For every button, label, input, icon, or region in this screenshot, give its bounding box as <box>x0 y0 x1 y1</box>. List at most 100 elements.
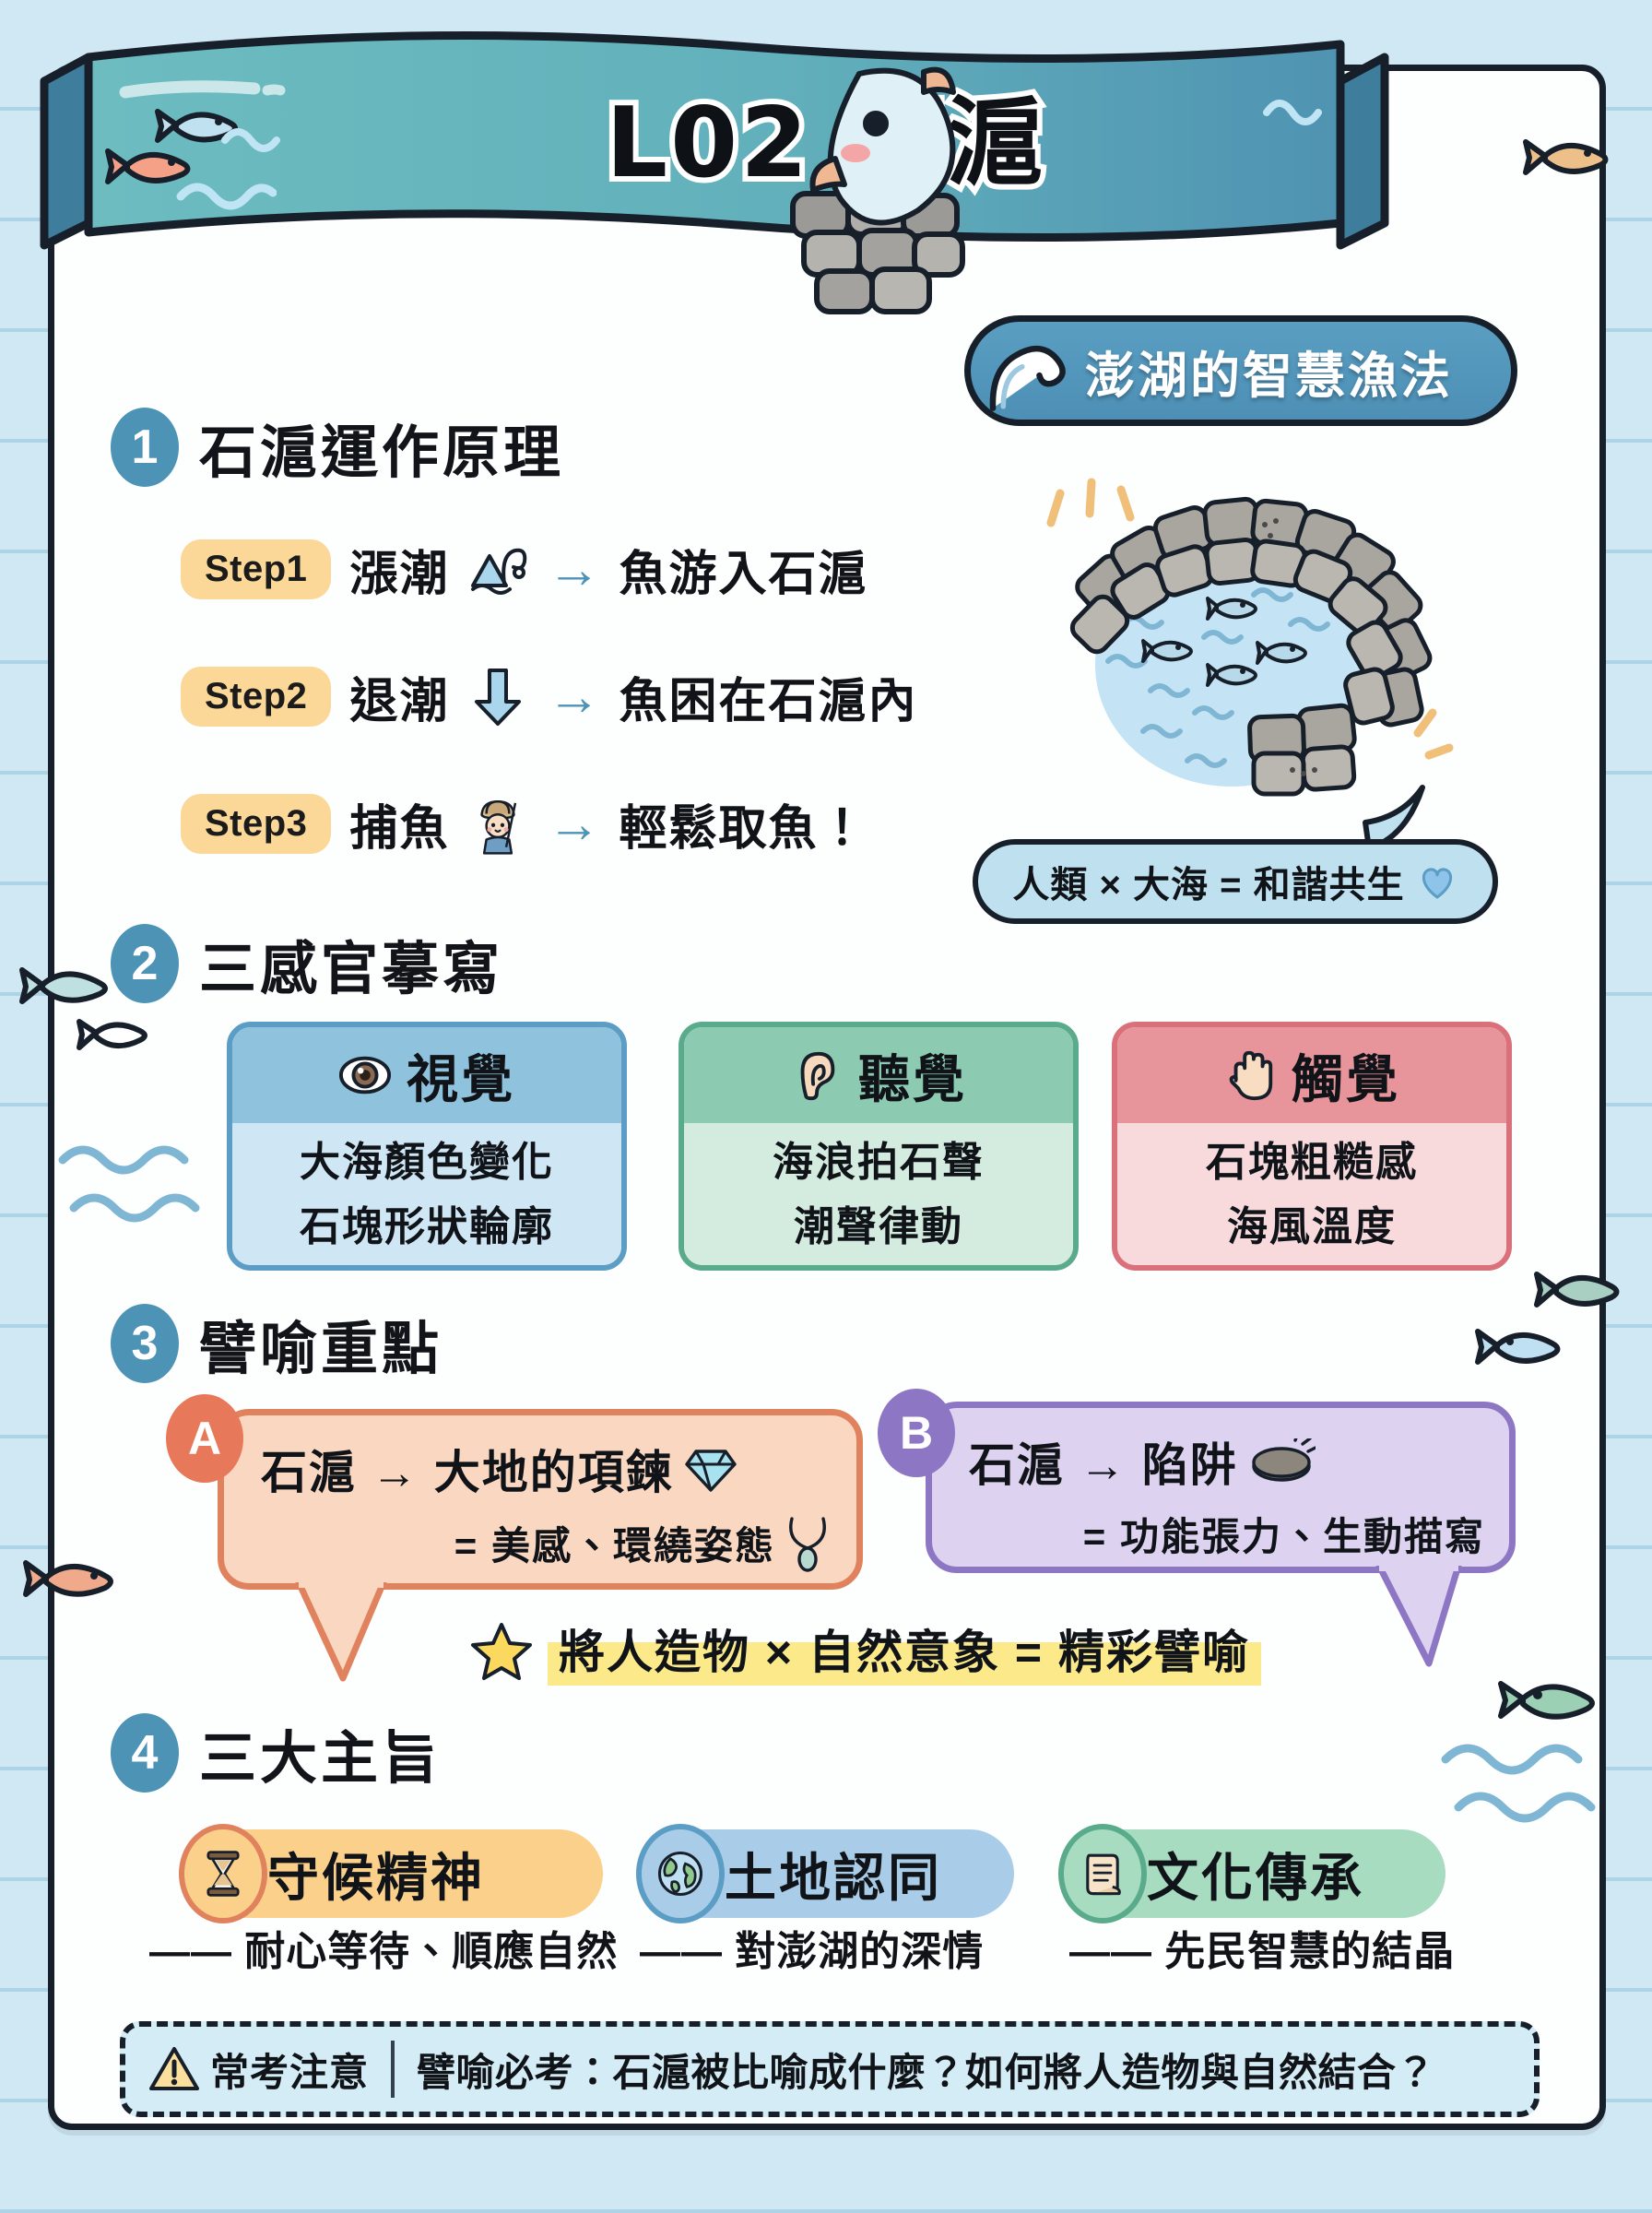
necklace-icon <box>789 1517 826 1572</box>
step-chip-1: Step1 <box>181 539 332 599</box>
section-number-1: 1 <box>111 408 179 487</box>
exam-note-divider <box>391 2041 395 2098</box>
down-arrow-icon <box>475 668 522 726</box>
globe-icon <box>657 1851 703 1897</box>
metaphor-badge-a-label: A <box>187 1413 222 1464</box>
metaphor-badge-b: B <box>878 1389 955 1477</box>
sense-card-vision-body: 大海顏色變化 石塊形狀輪廓 <box>232 1123 621 1265</box>
page-title: L02 石滬 <box>600 81 1049 205</box>
stone-weir-illustration <box>1046 478 1454 797</box>
metaphor-bubble-a: 石滬 → 大地的項鍊 = 美感、環繞姿態 <box>218 1409 863 1590</box>
sense-card-touch-header: 觸覺 <box>1117 1027 1506 1123</box>
metaphor-highlight-text: 將人造物 × 自然意象 = 精彩譬喻 <box>548 1615 1261 1686</box>
sense-card-hearing-header: 聽覺 <box>684 1027 1073 1123</box>
metaphor-b-line-2: = 功能張力、生動描寫 <box>1082 1515 1485 1558</box>
section-heading-2: 2 三感官摹寫 <box>111 922 503 1005</box>
sense-card-vision-line-2: 石塊形狀輪廓 <box>300 1204 554 1249</box>
sense-card-touch-line-1: 石塊粗糙感 <box>1206 1140 1418 1185</box>
heart-icon <box>1422 868 1452 899</box>
section-heading-1: 1 石滬運作原理 <box>111 406 564 489</box>
theme-icon-ring-2 <box>636 1824 725 1923</box>
theme-icon-ring-3 <box>1058 1824 1147 1923</box>
sense-card-hearing-body: 海浪拍石聲 潮聲律動 <box>684 1123 1073 1265</box>
ear-icon <box>800 1051 835 1101</box>
eye-icon <box>338 1056 392 1095</box>
step-result-2: 魚困在石滬內 <box>619 675 918 728</box>
theme-sub-2: —— 對澎湖的深情 <box>640 1929 985 1974</box>
section-number-3: 3 <box>111 1304 179 1383</box>
harmony-quote-text: 人類 × 大海 = 和諧共生 <box>1012 865 1405 905</box>
theme-label-1: 守候精神 <box>267 1848 485 1907</box>
exam-note-label: 常考注意 <box>210 2050 370 2094</box>
sense-card-vision-header: 視覺 <box>232 1027 621 1123</box>
harmony-quote-bubble: 人類 × 大海 = 和諧共生 <box>973 839 1498 924</box>
theme-label-2: 土地認同 <box>725 1848 942 1907</box>
section-number-4: 4 <box>111 1713 179 1793</box>
fisherman-icon <box>480 799 517 855</box>
metaphor-a-line-2-row: = 美感、環繞姿態 <box>261 1513 832 1572</box>
arrow-icon-1: → <box>547 538 601 599</box>
hole-icon <box>1252 1438 1316 1482</box>
metaphor-bubble-b: 石滬 → 陷阱 = 功能張力、生動描寫 <box>926 1402 1516 1573</box>
sense-card-hearing: 聽覺 海浪拍石聲 潮聲律動 <box>678 1022 1079 1271</box>
section-title-3: 譬喻重點 <box>199 1318 443 1381</box>
section-title-1: 石滬運作原理 <box>199 421 565 485</box>
arrow-icon-3: → <box>547 793 601 854</box>
metaphor-bubble-a-tail <box>295 1582 387 1682</box>
step-row-2: Step2 退潮 → 魚困在石滬內 <box>181 662 917 731</box>
step-word-2: 退潮 <box>349 675 450 728</box>
metaphor-b-line-2-row: = 功能張力、生動描寫 <box>969 1506 1485 1562</box>
metaphor-a-line-1: 石滬 → 大地的項鍊 <box>261 1447 674 1498</box>
metaphor-bubble-b-tail <box>1375 1566 1462 1667</box>
theme-pill-land-identity: 土地認同 <box>636 1824 1014 1923</box>
section-number-2: 2 <box>111 924 179 1003</box>
scroll-icon <box>1086 1853 1121 1896</box>
step-result-1: 魚游入石滬 <box>619 548 868 601</box>
wave-icon <box>989 345 1066 411</box>
metaphor-b-line-1-row: 石滬 → 陷阱 <box>969 1428 1485 1495</box>
exam-note-warning: 常考注意 <box>149 2041 369 2098</box>
diamond-icon <box>685 1450 737 1492</box>
hand-icon <box>1229 1050 1273 1101</box>
step-word-1: 漲潮 <box>349 548 450 601</box>
metaphor-a-line-2: = 美感、環繞姿態 <box>454 1523 775 1568</box>
sense-card-touch-body: 石塊粗糙感 海風溫度 <box>1117 1123 1506 1265</box>
subtitle-pill: 澎湖的智慧漁法 <box>964 315 1517 426</box>
metaphor-badge-b-label: B <box>899 1407 934 1459</box>
sense-card-hearing-line-2: 潮聲律動 <box>794 1204 963 1249</box>
quote-bubble-tail <box>1363 785 1425 851</box>
metaphor-a-line-1-row: 石滬 → 大地的項鍊 <box>261 1436 832 1502</box>
metaphor-b-line-1: 石滬 → 陷阱 <box>969 1439 1238 1491</box>
theme-label-3: 文化傳承 <box>1147 1848 1364 1907</box>
arrow-icon-2: → <box>547 666 601 727</box>
sense-card-hearing-line-1: 海浪拍石聲 <box>773 1140 985 1185</box>
step-chip-2: Step2 <box>181 667 332 727</box>
star-icon <box>471 1623 532 1680</box>
metaphor-badge-a: A <box>166 1394 243 1483</box>
sense-card-hearing-title: 聽覺 <box>858 1049 967 1108</box>
title-banner <box>37 30 1392 264</box>
step-chip-3: Step3 <box>181 794 332 854</box>
step-word-3: 捕魚 <box>349 802 450 856</box>
section-title-2: 三感官摹寫 <box>199 938 504 1001</box>
sense-card-touch: 觸覺 石塊粗糙感 海風溫度 <box>1112 1022 1512 1271</box>
theme-pill-waiting-spirit: 守候精神 <box>179 1824 603 1923</box>
metaphor-highlight-row: 將人造物 × 自然意象 = 精彩譬喻 <box>470 1615 1261 1686</box>
hourglass-icon <box>206 1851 240 1897</box>
theme-sub-3: —— 先民智慧的結晶 <box>1069 1929 1456 1974</box>
warning-icon <box>149 2047 199 2090</box>
theme-sub-1: —— 耐心等待、順應自然 <box>149 1929 619 1974</box>
step-row-3: Step3 捕魚 → 輕鬆取魚！ <box>181 789 867 858</box>
sense-card-touch-title: 觸覺 <box>1292 1049 1400 1108</box>
sense-card-vision: 視覺 大海顏色變化 石塊形狀輪廓 <box>227 1022 627 1271</box>
sense-card-touch-line-2: 海風溫度 <box>1227 1204 1397 1249</box>
sense-card-vision-title: 視覺 <box>407 1049 515 1108</box>
step-result-3: 輕鬆取魚！ <box>619 802 868 856</box>
exam-note-box: 常考注意 譬喻必考：石滬被比喻成什麼？如何將人造物與自然結合？ <box>120 2021 1540 2117</box>
wave-icon <box>471 548 527 595</box>
section-heading-4: 4 三大主旨 <box>111 1711 442 1794</box>
exam-note-body: 譬喻必考：石滬被比喻成什麼？如何將人造物與自然結合？ <box>417 2050 1436 2094</box>
theme-pill-cultural-heritage: 文化傳承 <box>1058 1824 1446 1923</box>
section-title-4: 三大主旨 <box>199 1727 443 1791</box>
section-heading-3: 3 譬喻重點 <box>111 1302 442 1385</box>
